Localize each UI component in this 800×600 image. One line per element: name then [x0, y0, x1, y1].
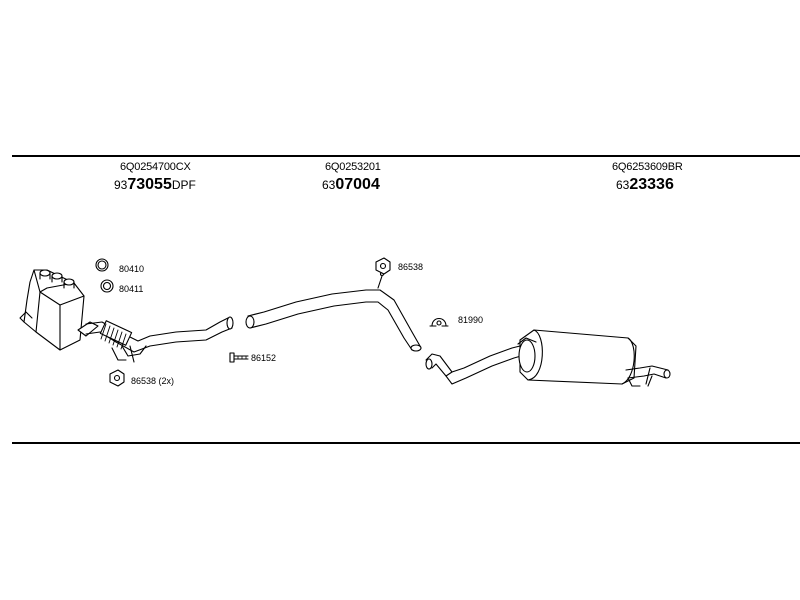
middle-pipe-ref-main: 07004	[335, 176, 380, 193]
dpf-ref-main: 73055	[127, 176, 172, 193]
rear-pipe	[425, 343, 529, 385]
nut-mid-label: 86538	[398, 262, 424, 272]
top-rule	[12, 155, 800, 157]
dpf-ref-suffix: DPF	[171, 178, 196, 192]
middle-pipe-reference: 6307004	[322, 177, 380, 193]
ring-80411-label: 80411	[119, 284, 144, 294]
gasket-ring-icon	[100, 279, 114, 293]
hanger-label: 81990	[458, 315, 484, 325]
dpf-part-number: 6Q0254700CX	[120, 161, 191, 173]
rear-silencer-reference: 6323336	[616, 177, 674, 193]
middle-pipe-ref-prefix: 63	[322, 178, 336, 192]
dpf-ref-prefix: 93	[114, 178, 128, 192]
rear-silencer-part-number: 6Q6253609BR	[612, 161, 683, 173]
dpf-unit	[19, 269, 99, 351]
clamp-ring-icon	[95, 258, 109, 272]
middle-pipe-part-number: 6Q0253201	[325, 161, 381, 173]
bolt-icon	[229, 352, 249, 363]
hex-nut-icon	[109, 369, 125, 387]
bolt-label: 86152	[251, 353, 277, 363]
dpf-reference: 9373055DPF	[114, 177, 196, 193]
rear-silencer	[517, 329, 671, 387]
nut-front-label: 86538 (2x)	[131, 376, 175, 386]
middle-pipe	[245, 271, 422, 352]
ring-80410-label: 80410	[119, 264, 145, 274]
bottom-rule	[12, 442, 800, 444]
rear-silencer-ref-main: 23336	[629, 176, 674, 193]
rubber-hanger-icon	[429, 317, 449, 327]
hex-nut-icon	[375, 257, 391, 275]
rear-silencer-ref-prefix: 63	[616, 178, 630, 192]
front-pipe	[85, 316, 234, 363]
